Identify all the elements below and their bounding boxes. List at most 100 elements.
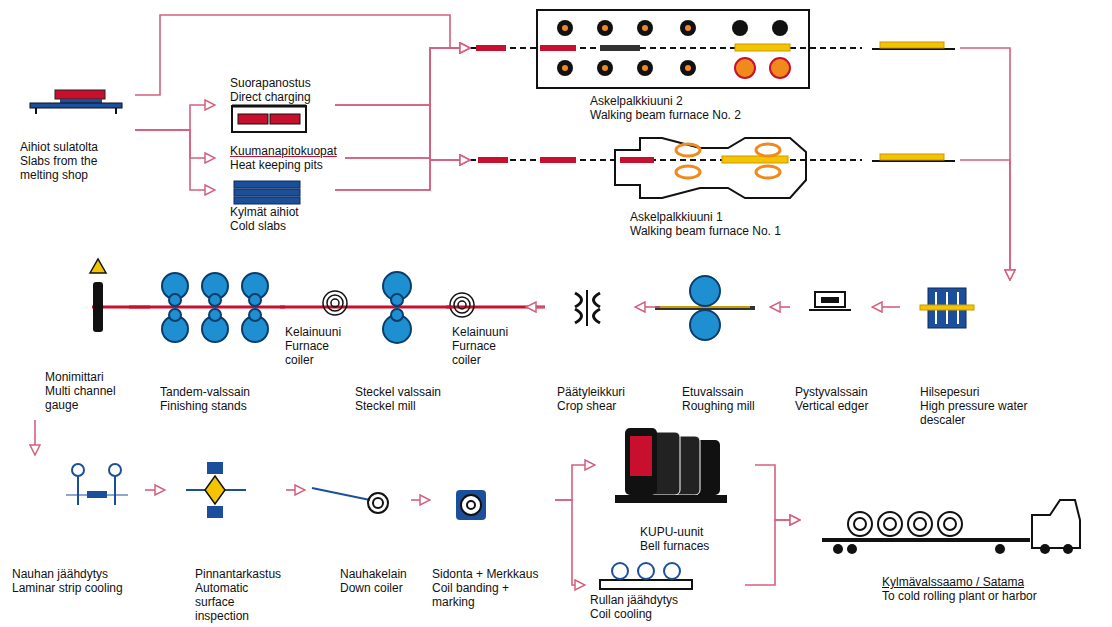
english-label: Finishing stands (160, 399, 250, 413)
truck (822, 500, 1080, 554)
flow-arrow (34, 420, 36, 455)
flow-arrow (335, 105, 470, 160)
down-coiler (312, 488, 388, 513)
laminar-cooling (66, 464, 128, 505)
flow-arrow (145, 489, 165, 491)
english-label: Coil cooling (590, 607, 678, 621)
finnish-label: Pystyvalssain (795, 385, 868, 399)
finnish-label: Nauhakelain (340, 567, 407, 581)
finnish-label: Nauhan jäähdytys (12, 567, 123, 581)
flow-arrow (286, 489, 305, 491)
flow-arrow (960, 160, 1010, 280)
edger (809, 292, 851, 310)
flow-arrow (755, 465, 800, 520)
english-label: Heat keeping pits (230, 158, 337, 172)
station-label: KelainuuniFurnace coiler (452, 325, 522, 367)
english-label: Walking beam furnace No. 1 (630, 224, 781, 238)
finnish-label: Kelainuuni (452, 325, 522, 339)
finnish-label: Kuumanapitokuopat (230, 144, 337, 158)
surface-inspection (186, 462, 246, 518)
english-label: Slabs from the melting shop (20, 154, 130, 182)
flow-arrow (345, 48, 470, 158)
english-label: Cold slabs (230, 219, 299, 233)
finnish-label: Kelainuuni (285, 325, 355, 339)
station-label: HilsepesuriHigh pressure water descaler (920, 385, 1054, 427)
station: PinnantarkastusAutomatic surface inspect… (165, 455, 286, 625)
station: Askelpalkkiuuni 1Walking beam furnace No… (470, 135, 960, 245)
flow-arrow (335, 48, 470, 190)
station: PäätyleikkuriCrop shear (545, 280, 635, 420)
english-label: Multi channel gauge (45, 384, 125, 412)
station-label: PystyvalssainVertical edger (795, 385, 868, 413)
flow-arrow (335, 48, 470, 105)
station-label: KelainuuniFurnace coiler (285, 325, 355, 367)
station-label: Nauhan jäähdytysLaminar strip cooling (12, 567, 123, 595)
flow-arrow (555, 465, 595, 500)
station-label: Kylmävalssaamo / SatamaTo cold rolling p… (882, 575, 1037, 603)
flow-arrow (335, 160, 470, 190)
descaler (920, 288, 974, 328)
gauge (90, 259, 106, 332)
finnish-label: Askelpalkkiuuni 1 (630, 210, 781, 224)
walking-beam-furnace (470, 138, 955, 198)
station-label: Askelpalkkiuuni 1Walking beam furnace No… (630, 210, 781, 238)
flow-arrow (135, 130, 215, 190)
station-label: Steckel valssainSteckel mill (355, 385, 441, 413)
station: Nauhan jäähdytysLaminar strip cooling (10, 455, 145, 615)
station: SuorapanostusDirect charging (215, 76, 335, 133)
english-label: Steckel mill (355, 399, 441, 413)
station-label: Kylmät aihiotCold slabs (230, 205, 299, 233)
flow-arrow (135, 130, 215, 158)
flow-arrow (526, 306, 545, 308)
english-label: High pressure water descaler (920, 399, 1054, 427)
station: Aihiot sulatoltaSlabs from the melting s… (15, 85, 135, 184)
station: Rullan jäähdytysCoil cooling (585, 560, 745, 627)
station-label: PinnantarkastusAutomatic surface inspect… (195, 567, 286, 623)
finnish-label: Steckel valssain (355, 385, 441, 399)
english-label: Walking beam furnace No. 2 (590, 108, 741, 122)
english-label: Down coiler (340, 581, 407, 595)
finishing-stands (162, 273, 268, 342)
english-label: Direct charging (230, 90, 311, 104)
flow-arrow (635, 306, 660, 308)
station-label: KUPU-uunitBell furnaces (640, 525, 709, 553)
station: NauhakelainDown coiler (305, 455, 411, 615)
flow-arrow (960, 48, 1010, 280)
finnish-label: KUPU-uunit (640, 525, 709, 539)
station: Sidonta + MerkkausCoil banding + marking (430, 455, 555, 615)
heat-pit (232, 106, 306, 132)
station-label: KuumanapitokuopatHeat keeping pits (230, 144, 337, 172)
station: Kylmävalssaamo / SatamaTo cold rolling p… (800, 490, 1100, 620)
station: EtuvalssainRoughing mill (660, 268, 770, 420)
cold-slabs (234, 181, 300, 204)
flow-arrow (745, 520, 800, 585)
station-label: NauhakelainDown coiler (340, 567, 407, 595)
finnish-label: Sidonta + Merkkaus (432, 567, 550, 581)
steckel-mill (383, 272, 411, 343)
finnish-label: Päätyleikkuri (557, 385, 625, 399)
station-label: SuorapanostusDirect charging (230, 76, 311, 104)
station-label: Askelpalkkiuuni 2Walking beam furnace No… (590, 94, 741, 122)
finnish-label: Suorapanostus (230, 76, 311, 90)
station: Askelpalkkiuuni 2Walking beam furnace No… (470, 8, 960, 130)
finnish-label: Tandem-valssain (160, 385, 250, 399)
station-label: MonimittariMulti channel gauge (45, 370, 125, 412)
english-label: Furnace coiler (285, 339, 355, 367)
finnish-label: Monimittari (45, 370, 125, 384)
english-label: Furnace coiler (452, 339, 522, 367)
station-label: Rullan jäähdytysCoil cooling (590, 593, 678, 621)
finnish-label: Pinnantarkastus (195, 567, 286, 581)
crop-shear (575, 290, 600, 326)
flow-arrow (135, 105, 215, 130)
station: Steckel valssainSteckel mill (355, 265, 446, 420)
finnish-label: Kylmävalssaamo / Satama (882, 575, 1037, 589)
station-label: Sidonta + MerkkausCoil banding + marking (432, 567, 550, 609)
english-label: Crop shear (557, 399, 625, 413)
english-label: To cold rolling plant or harbor (882, 589, 1037, 603)
flow-arrow (872, 306, 900, 308)
english-label: Laminar strip cooling (12, 581, 123, 595)
station-label: Tandem-valssainFinishing stands (160, 385, 250, 413)
finnish-label: Etuvalssain (682, 385, 755, 399)
station: Tandem-valssainFinishing stands (150, 268, 280, 420)
finnish-label: Kylmät aihiot (230, 205, 299, 219)
